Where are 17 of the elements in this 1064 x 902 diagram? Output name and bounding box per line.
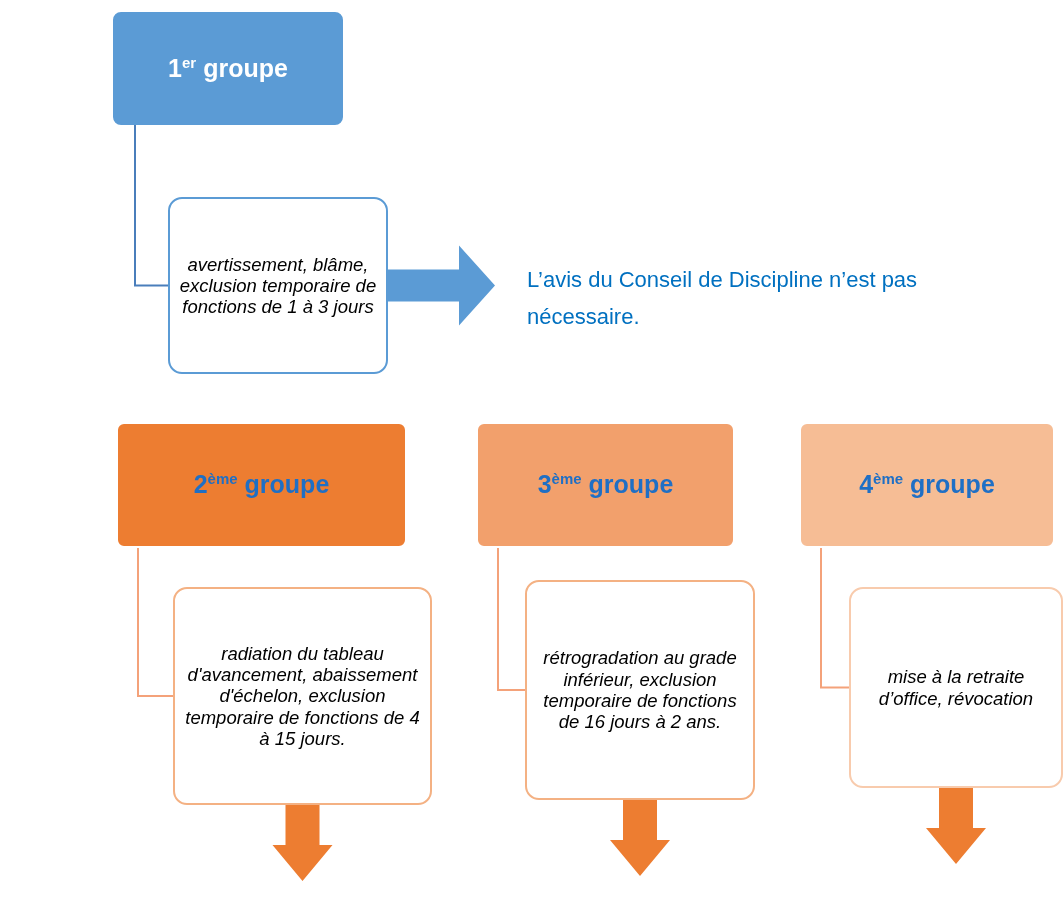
note-text: L’avis du Conseil de Discipline n’est pas nécessaire. xyxy=(527,265,919,331)
sanction-box: avertissement, blâme, exclusion temporaire de fonctions de 1 à 3 jours xyxy=(168,197,388,374)
block-arrow xyxy=(926,788,986,864)
connector-line xyxy=(137,547,174,697)
sanction-box: mise à la retraite d’office, révocation xyxy=(849,587,1063,788)
group-header-box: 2$^{ème}$ groupe xyxy=(116,422,407,548)
group-header-box: 3$^{ème}$ groupe xyxy=(476,422,735,548)
group-header-box: 1$^{er}$ groupe xyxy=(113,12,343,125)
block-arrow xyxy=(610,800,670,876)
connector-line xyxy=(134,124,169,287)
group-header-box: 4$^{ème}$ groupe xyxy=(799,422,1055,548)
sanction-box: radiation du tableau d'avancement, abaissement d'échelon, exclusion temporaire de fonctions de 4 à 15 jours. xyxy=(173,587,432,805)
sanction-box: rétrogradation au grade inférieur, exclusion temporaire de fonctions de 16 jours à 2 ans. xyxy=(525,580,755,800)
connector-line xyxy=(820,547,850,689)
connector-line xyxy=(497,547,526,691)
block-arrow xyxy=(388,245,495,326)
block-arrow xyxy=(272,805,333,881)
